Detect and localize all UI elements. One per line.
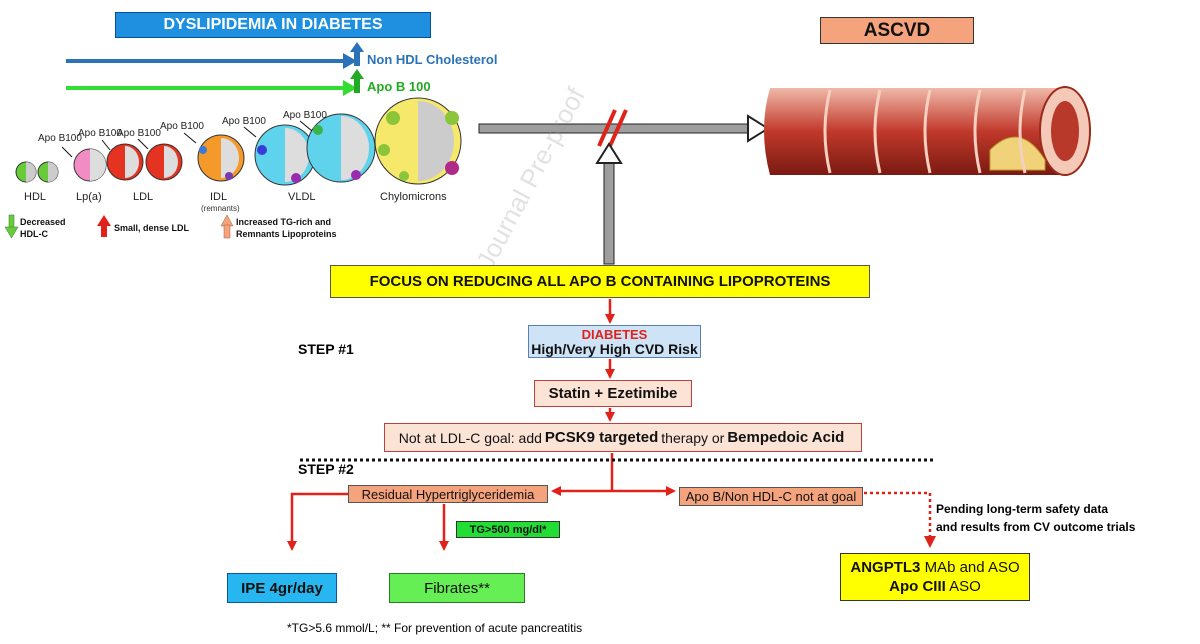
apob-pointer-lines — [61, 120, 313, 158]
artery-illustration — [764, 86, 1091, 176]
non-hdl-up-icon — [350, 42, 364, 66]
non-hdl-trend-arrow — [66, 53, 357, 69]
chylomicrons-label: Chylomicrons — [380, 191, 447, 203]
angptl3-box: ANGPTL3 MAb and ASO Apo CIII ASO — [840, 553, 1030, 601]
legend-small-dense: Small, dense LDL — [114, 223, 190, 233]
apob-label: Apo B100 — [222, 116, 266, 127]
non-hdl-label: Non HDL Cholesterol — [367, 52, 498, 67]
increased-up-icon — [220, 214, 234, 239]
chylomicron-particle-icon — [374, 97, 462, 185]
apob100-label: Apo B 100 — [367, 79, 431, 94]
footnote: *TG>5.6 mmol/L; ** For prevention of acu… — [287, 621, 583, 635]
diabetes-box: DIABETES High/Very High CVD Risk — [528, 325, 701, 358]
apob-label: Apo B100 — [160, 121, 204, 132]
apob-label: Apo B100 — [38, 133, 82, 144]
hdl-label: HDL — [24, 191, 47, 203]
apob-label: Apo B100 — [283, 110, 327, 121]
statin-box: Statin + Ezetimibe — [534, 380, 692, 407]
apob100-trend-arrow — [66, 80, 357, 96]
apob100-up-icon — [350, 69, 364, 93]
diabetes-risk: High/Very High CVD Risk — [531, 340, 698, 357]
vldl-label: VLDL — [288, 191, 316, 203]
idl-label: IDL — [210, 191, 228, 203]
step1-label: STEP #1 — [298, 341, 354, 357]
fibrates-box: Fibrates** — [389, 573, 525, 603]
vldl-particle-icon — [254, 113, 376, 186]
small-dense-up-icon — [97, 215, 111, 237]
apob-label: Apo B100 — [78, 128, 122, 139]
apob-goal-box: Apo B/Non HDL-C not at goal — [679, 487, 863, 506]
lpa-particle-icon — [73, 148, 107, 182]
pending-dotted-arrow — [864, 491, 936, 548]
apob-label: Apo B100 — [117, 128, 161, 139]
idl-particle-icon — [197, 134, 245, 182]
hdl-particle-icon — [15, 161, 59, 183]
focus-box: FOCUS ON REDUCING ALL APO B CONTAINING L… — [330, 265, 870, 298]
ldl-particle-icon — [106, 143, 183, 181]
ldl-label: LDL — [133, 191, 154, 203]
lpa-label: Lp(a) — [76, 191, 102, 203]
idl-sublabel: (remnants) — [201, 204, 240, 213]
focus-up-arrow — [595, 142, 623, 265]
decreased-down-icon — [4, 214, 19, 239]
residual-box: Residual Hypertriglyceridemia — [348, 485, 548, 503]
blocked-mark — [597, 109, 628, 147]
ipe-box: IPE 4gr/day — [227, 573, 337, 603]
step2-label: STEP #2 — [298, 461, 354, 477]
tg-box: TG>500 mg/dl* — [456, 521, 560, 538]
diagram-title: DYSLIPIDEMIA IN DIABETES — [115, 12, 431, 38]
ascvd-label: ASCVD — [820, 17, 974, 44]
diabetes-title: DIABETES — [581, 326, 648, 342]
